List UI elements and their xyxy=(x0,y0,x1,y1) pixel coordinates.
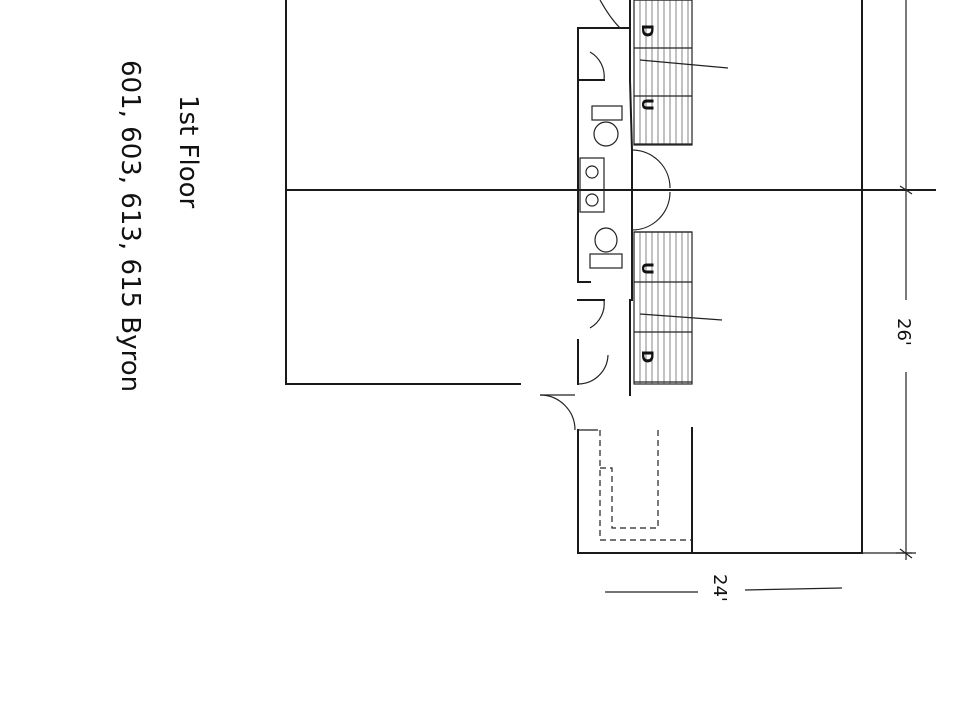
stair-label-up-lower: U xyxy=(638,262,657,275)
lower-room xyxy=(577,427,693,554)
stairs-upper: D U xyxy=(633,0,729,146)
core-walls xyxy=(577,0,634,396)
unit-addresses: 601, 603, 613, 615 Byron xyxy=(115,60,145,392)
floor-title: 1st Floor xyxy=(173,95,203,209)
stair-label-down-upper: D xyxy=(638,24,657,37)
toilet-lower xyxy=(589,227,623,269)
stair-label-up-upper: U xyxy=(638,98,657,111)
double-sink xyxy=(579,157,605,213)
stairs-lower: U D xyxy=(633,231,723,385)
toilet-upper xyxy=(591,105,623,147)
dimension-width-label: 24' xyxy=(709,574,730,602)
right-wall xyxy=(577,0,863,554)
dimension-width: 24' xyxy=(605,574,843,602)
dimension-depth-label: 26' xyxy=(893,318,914,346)
door-swings xyxy=(539,0,671,431)
stair-label-down-lower: D xyxy=(638,350,657,363)
dimension-depth: 26' xyxy=(862,0,916,560)
left-rooms xyxy=(285,0,591,385)
